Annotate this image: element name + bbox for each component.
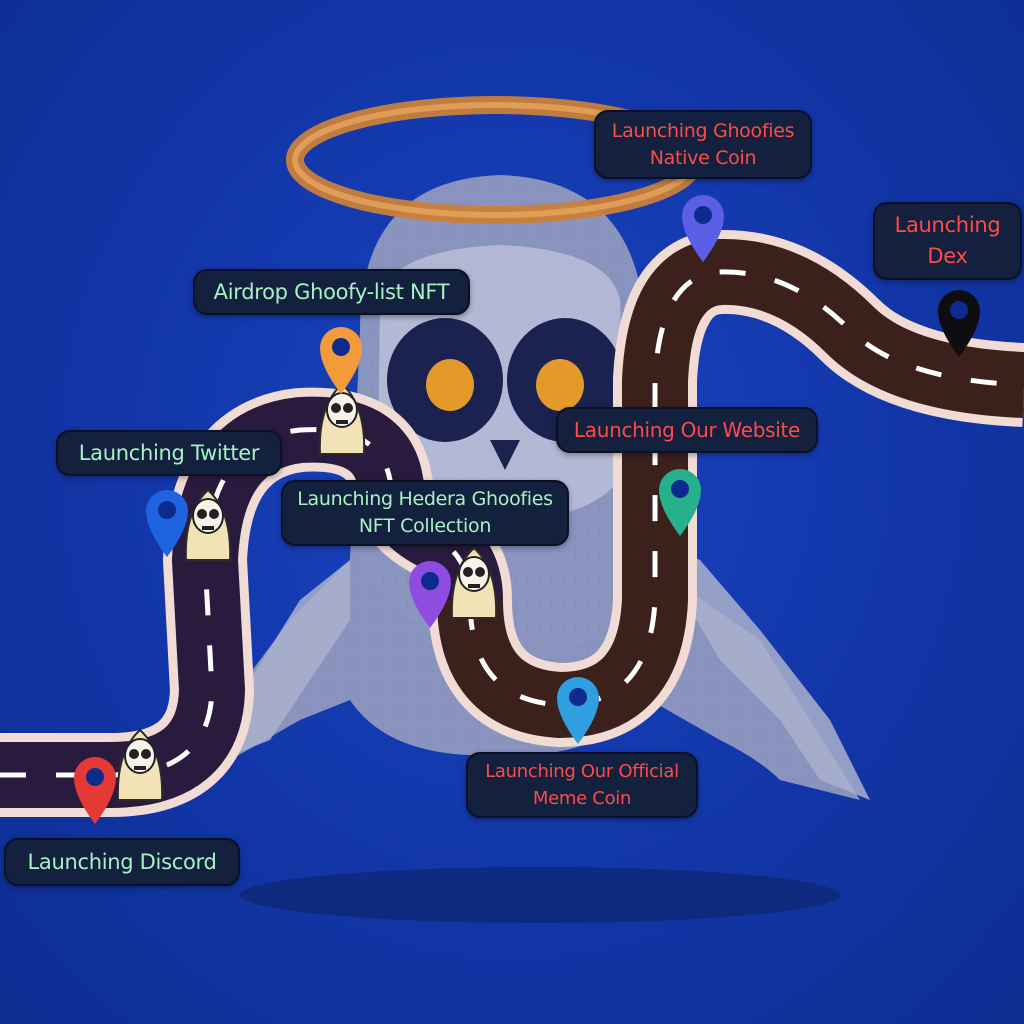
skull-ghost-mascot-icon xyxy=(116,728,164,801)
milestone-text: Launching xyxy=(894,213,1001,237)
milestone-label-dex: Launching Dex xyxy=(873,202,1022,280)
milestone-text: Launching Our Official xyxy=(485,761,679,782)
milestone-label-meme-coin: Launching Our Official Meme Coin xyxy=(466,752,698,818)
skull-ghost-mascot-icon xyxy=(318,382,366,455)
milestone-text: Launching Hedera Ghoofies xyxy=(297,488,553,510)
map-pin-icon[interactable] xyxy=(553,672,603,746)
map-pin-icon[interactable] xyxy=(142,485,192,559)
milestone-text: Native Coin xyxy=(649,146,757,169)
map-pin-icon[interactable] xyxy=(405,556,455,630)
skull-ghost-mascot-icon xyxy=(184,488,232,561)
milestone-text: NFT Collection xyxy=(358,515,492,537)
map-pin-icon[interactable] xyxy=(655,464,705,538)
map-pin-icon[interactable] xyxy=(70,752,120,826)
milestone-text: Launching Our Website xyxy=(573,417,801,442)
ghost-shadow xyxy=(240,867,840,923)
map-pin-icon[interactable] xyxy=(678,190,728,264)
milestone-text: Dex xyxy=(927,244,968,268)
milestone-label-native-coin: Launching Ghoofies Native Coin xyxy=(594,110,812,179)
milestone-text: Airdrop Ghoofy-list NFT xyxy=(213,279,450,304)
milestone-text: Launching Discord xyxy=(27,849,217,874)
map-pin-icon[interactable] xyxy=(316,322,366,396)
milestone-text: Launching Twitter xyxy=(78,440,260,465)
map-pin-icon[interactable] xyxy=(934,285,984,359)
milestone-text: Meme Coin xyxy=(532,788,632,809)
milestone-label-website: Launching Our Website xyxy=(556,407,818,453)
milestone-text: Launching Ghoofies xyxy=(611,119,795,142)
milestone-label-airdrop: Airdrop Ghoofy-list NFT xyxy=(193,269,470,315)
milestone-label-twitter: Launching Twitter xyxy=(56,430,282,476)
skull-ghost-mascot-icon xyxy=(450,546,498,619)
milestone-label-hedera-nft: Launching Hedera Ghoofies NFT Collection xyxy=(281,480,569,546)
milestone-label-discord: Launching Discord xyxy=(4,838,240,886)
